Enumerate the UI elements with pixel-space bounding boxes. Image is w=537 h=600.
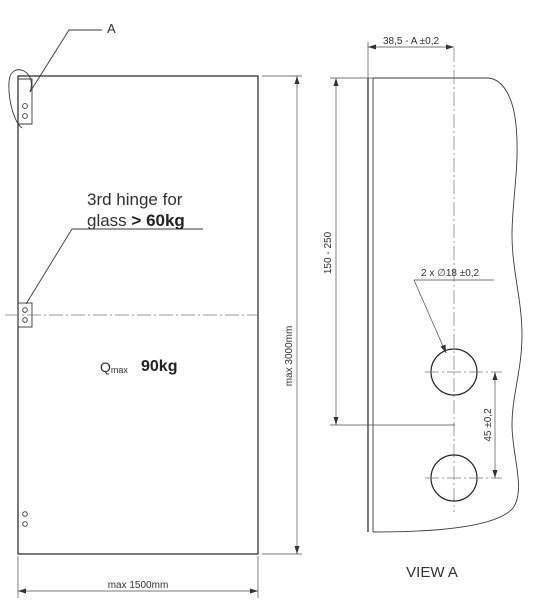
- height-dim-label: max 3000mm: [284, 326, 295, 387]
- middle-hinge-hole-2: [22, 317, 28, 323]
- spacing-arrow-bottom: [492, 470, 498, 478]
- detail-a-label: A: [107, 21, 116, 36]
- hole-dim-leader: [413, 279, 447, 354]
- spacing-dim-label: 45 ±0,2: [483, 408, 494, 442]
- width-dim-label: max 1500mm: [108, 580, 169, 591]
- view-a-detail: 38,5 - A ±0,2 150 - 250 2 x ∅18 ±0,2 45 …: [323, 36, 523, 581]
- top-hinge-hole-2: [22, 113, 28, 119]
- width-arrow-left: [18, 588, 26, 594]
- offset-dim-label: 38,5 - A ±0,2: [383, 36, 440, 47]
- hinge-note-line1: 3rd hinge for: [87, 190, 183, 209]
- offset-arrow-left: [368, 44, 376, 50]
- detail-break-outline: [372, 77, 523, 533]
- offset-arrow-right: [446, 44, 454, 50]
- view-a-title: VIEW A: [406, 564, 458, 581]
- range-arrow-bottom: [333, 417, 339, 425]
- glass-door-view: A 3rd hinge for glass > 60kg Qmax 90kg m…: [5, 21, 302, 598]
- hole-dim-arrow: [440, 344, 446, 353]
- detail-a-leader: [29, 29, 102, 93]
- spacing-arrow-top: [492, 372, 498, 380]
- range-arrow-top: [333, 78, 339, 86]
- top-hinge-hole-1: [22, 103, 28, 109]
- middle-hinge-leader: [25, 228, 73, 305]
- bottom-hinge-hole-1: [22, 511, 28, 517]
- detail-a-circle: [8, 69, 32, 129]
- height-arrow-top: [294, 76, 300, 84]
- hole-dim-label: 2 x ∅18 ±0,2: [421, 268, 480, 279]
- width-arrow-right: [250, 588, 258, 594]
- top-hinge-plate: [18, 78, 33, 125]
- qmax-value: 90kg: [141, 358, 177, 375]
- bottom-hinge-hole-2: [22, 521, 28, 527]
- hinge-note-line2: glass > 60kg: [87, 211, 185, 230]
- qmax-label: Qmax: [100, 359, 128, 375]
- height-arrow-bottom: [294, 546, 300, 554]
- middle-hinge-hole-1: [22, 307, 28, 313]
- range-dim-label: 150 - 250: [323, 231, 334, 274]
